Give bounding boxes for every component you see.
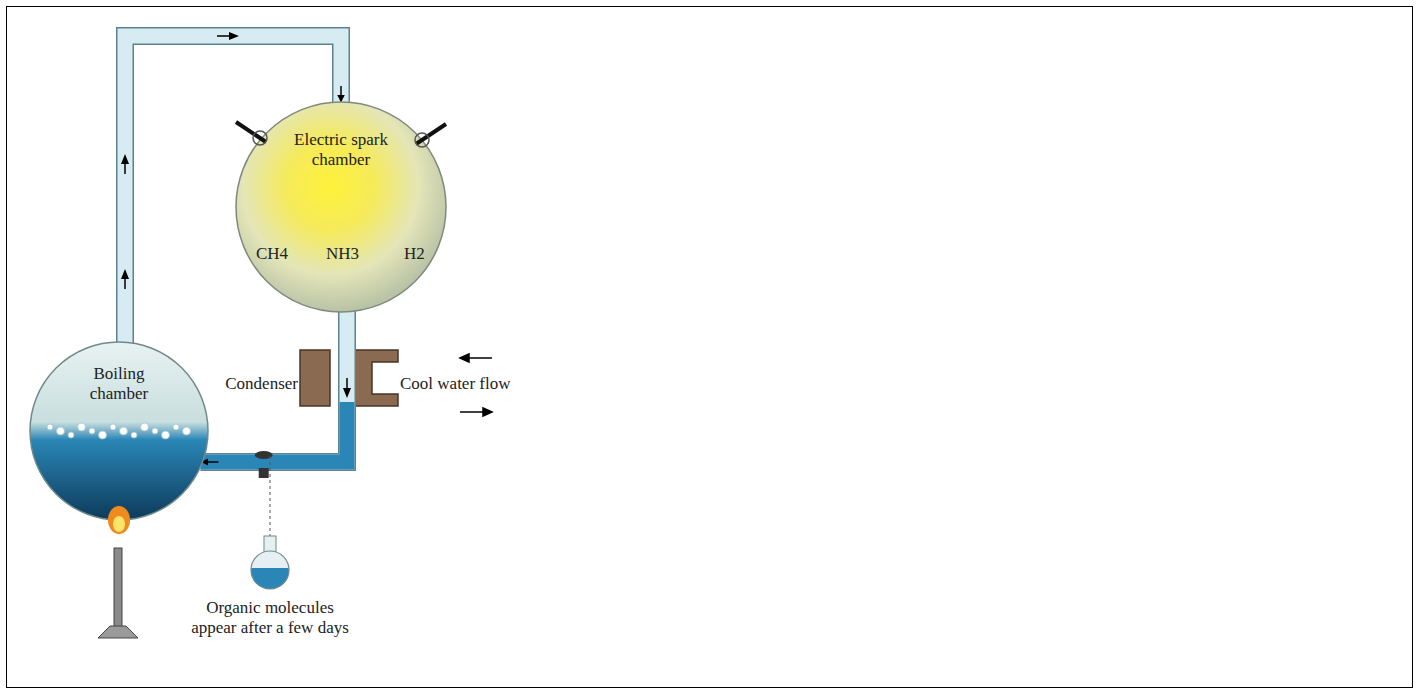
part-name: Condenser [200,374,298,394]
boiling-chamber: Boiling chamber [28,340,210,522]
node-title: Electric spark chamber [276,130,406,169]
gas-label: NH3 [326,244,376,264]
burner [98,548,138,638]
image-frame [6,6,1413,688]
collection-flask: Organic molecules appear after a few day… [190,528,350,648]
flow-label: Cool water flow [400,374,550,394]
node-title: Organic molecules appear after a few day… [190,598,350,637]
gas-label: CH4 [256,244,306,264]
glass-tube [200,310,347,478]
spark-chamber: Electric spark chamberCH4 NH3 H2 [234,100,448,314]
node-title: Boiling chamber [64,364,174,403]
gas-label: H2 [404,244,444,264]
